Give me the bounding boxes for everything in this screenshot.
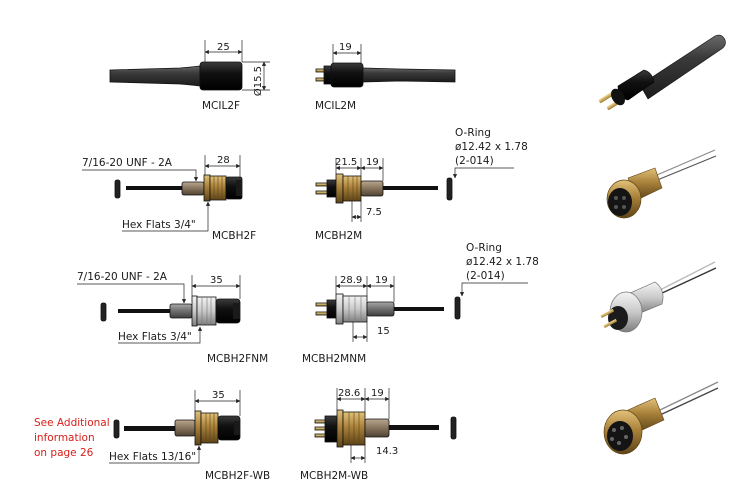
additional-info-note: See Additional information on page 26 bbox=[34, 417, 110, 459]
render-mcbh2f bbox=[606, 149, 717, 219]
oring-1-title: O-Ring bbox=[455, 127, 491, 139]
oring-2-title: O-Ring bbox=[466, 242, 502, 254]
mcbh2m-dim-3: 7.5 bbox=[366, 207, 382, 218]
render-mcbh2mnm bbox=[600, 261, 717, 333]
mcbh2m-wb-label: MCBH2M-WB bbox=[300, 470, 368, 482]
mcbh2f-wb-label: MCBH2F-WB bbox=[205, 470, 270, 482]
mcbh2fnm-thread-label: 7/16-20 UNF - 2A bbox=[77, 271, 168, 283]
mcbh2mnm-label: MCBH2MNM bbox=[302, 353, 366, 365]
mcbh2mnm-drawing: 28.9 19 15 MCBH2MNM bbox=[302, 275, 461, 365]
mcbh2fnm-label: MCBH2FNM bbox=[207, 353, 268, 365]
mcbh2m-dim-2: 19 bbox=[366, 157, 379, 168]
mcil2m-drawing: 19 MCIL2M bbox=[315, 42, 456, 112]
mcil2f-diameter-dim: Ø15.5 bbox=[252, 66, 264, 96]
mcbh2mnm-dim-1: 28.9 bbox=[340, 275, 362, 286]
mcil2f-drawing: 25 Ø15.5 MCIL2F bbox=[109, 40, 270, 112]
mcbh2f-label: MCBH2F bbox=[212, 230, 256, 242]
mcbh2m-label: MCBH2M bbox=[315, 230, 362, 242]
mcbh2mnm-dim-2: 19 bbox=[375, 275, 388, 286]
oring-1-size: ø12.42 x 1.78 bbox=[455, 141, 528, 153]
oring-callout-2: O-Ring ø12.42 x 1.78 (2-014) bbox=[459, 242, 539, 297]
oring-2-part: (2-014) bbox=[466, 270, 505, 282]
mcbh2f-drawing: 28 7/16-20 UNF - 2A Hex Flats 3/4" MCBH2… bbox=[82, 155, 256, 242]
mcbh2m-drawing: 21.5 19 7.5 MCBH2M bbox=[315, 157, 453, 242]
mcbh2m-dim-1: 21.5 bbox=[335, 157, 357, 168]
mcbh2fnm-drawing: 35 7/16-20 UNF - 2A Hex Flats 3/4" MCBH2… bbox=[77, 271, 268, 365]
mcbh2m-wb-dim-2: 19 bbox=[371, 388, 384, 399]
oring-1-part: (2-014) bbox=[455, 155, 494, 167]
mcil2m-label: MCIL2M bbox=[315, 100, 356, 112]
mcil2f-label: MCIL2F bbox=[202, 100, 240, 112]
oring-2-size: ø12.42 x 1.78 bbox=[466, 256, 539, 268]
mcbh2fnm-length-dim: 35 bbox=[210, 275, 223, 286]
mcbh2m-wb-dim-1: 28.6 bbox=[338, 388, 360, 399]
mcbh2mnm-dim-3: 15 bbox=[377, 326, 390, 337]
mcbh2f-hex-label: Hex Flats 3/4" bbox=[122, 219, 196, 231]
render-mcbh2f-wb bbox=[603, 381, 719, 455]
mcbh2f-wb-drawing: 35 Hex Flats 13/16" MCBH2F-WB bbox=[109, 390, 270, 482]
mcil2m-length-dim: 19 bbox=[339, 42, 352, 53]
mcbh2f-length-dim: 28 bbox=[217, 155, 230, 166]
mcbh2f-wb-hex-label: Hex Flats 13/16" bbox=[109, 451, 196, 463]
oring-callout-1: O-Ring ø12.42 x 1.78 (2-014) bbox=[452, 127, 528, 179]
mcbh2f-wb-length-dim: 35 bbox=[212, 390, 225, 401]
mcil2f-length-dim: 25 bbox=[217, 42, 230, 53]
mcbh2fnm-hex-label: Hex Flats 3/4" bbox=[118, 331, 192, 343]
mcbh2m-wb-drawing: 28.6 19 14.3 MCBH2M-WB bbox=[300, 388, 457, 482]
mcbh2m-wb-dim-3: 14.3 bbox=[376, 446, 398, 457]
note-line-2: information bbox=[34, 432, 95, 444]
render-mcil2m bbox=[598, 34, 726, 111]
note-line-1: See Additional bbox=[34, 417, 110, 429]
mcbh2f-thread-label: 7/16-20 UNF - 2A bbox=[82, 157, 173, 169]
note-line-3: on page 26 bbox=[34, 447, 94, 459]
